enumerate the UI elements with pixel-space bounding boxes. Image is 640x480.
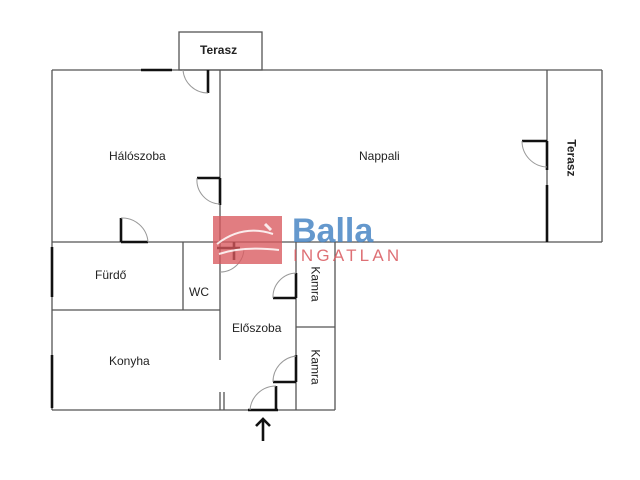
room-label-furdo: Fürdő [95, 268, 127, 282]
arrow-up-icon [255, 417, 271, 441]
room-label-terasz-top: Terasz [200, 43, 238, 57]
room-label-kamra-1: Kamra [308, 266, 323, 302]
room-label-terasz-right: Terasz [564, 139, 579, 177]
brand-subtitle: INGATLAN [293, 246, 403, 265]
watermark-logo: Balla INGATLAN [213, 212, 429, 268]
room-label-eloszoba: Előszoba [232, 321, 282, 335]
brand-name: Balla [292, 212, 374, 250]
room-label-nappali: Nappali [359, 149, 400, 163]
room-label-kamra-2: Kamra [308, 349, 323, 385]
house-roof-icon [213, 216, 282, 264]
room-label-wc: WC [189, 285, 209, 299]
room-label-konyha: Konyha [109, 354, 150, 368]
room-label-haloszoba: Hálószoba [109, 149, 166, 163]
